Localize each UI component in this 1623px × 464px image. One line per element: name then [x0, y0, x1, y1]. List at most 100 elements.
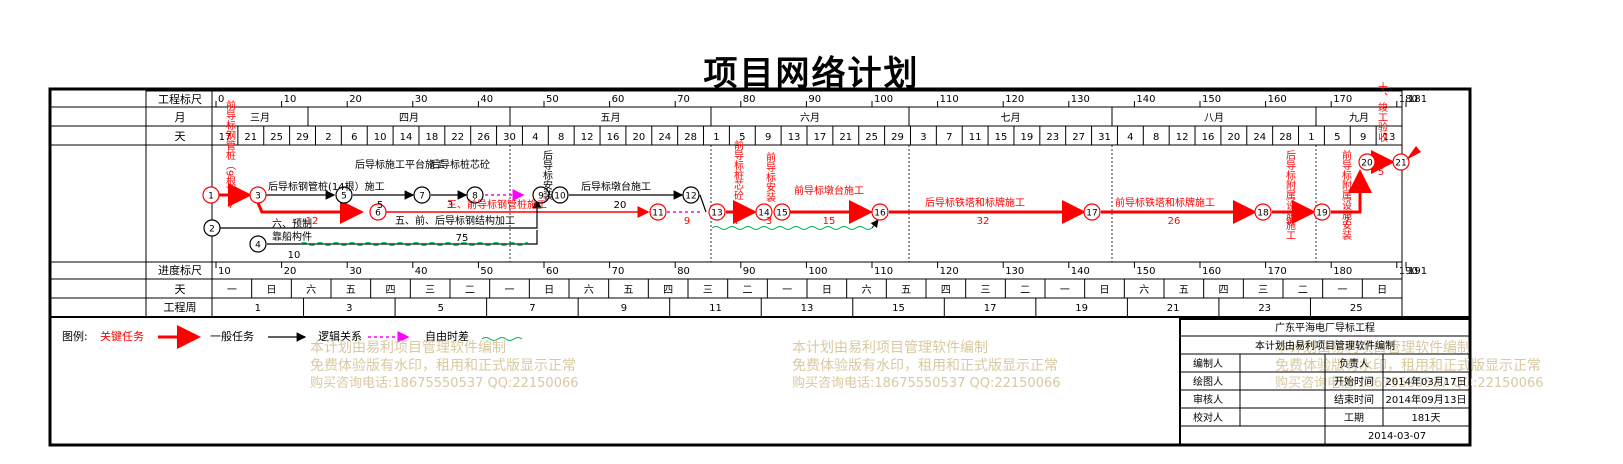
network-node: [335, 186, 353, 204]
week-cell: 13: [801, 303, 814, 314]
label-day: 天: [175, 130, 186, 143]
network-node: [202, 186, 220, 204]
finish-flag-icon: [1406, 146, 1421, 160]
info-checker-label: 校对人: [1193, 411, 1223, 424]
task-7-duration: 20: [614, 200, 627, 211]
day-cell: 9: [1360, 132, 1366, 143]
legend-critical-label: 关键任务: [100, 329, 144, 343]
day-cell: 15: [995, 132, 1008, 143]
network-node: [1313, 203, 1331, 221]
network-node-label: 9: [538, 192, 544, 202]
day-cell: 28: [1279, 132, 1292, 143]
network-node-label: 19: [1316, 209, 1328, 219]
network-node-label: 20: [1361, 159, 1373, 169]
week-cell: 7: [529, 303, 535, 314]
day-cell: 6: [351, 132, 357, 143]
network-node: [466, 186, 484, 204]
weekday-cell: 三: [981, 285, 991, 296]
top-scale-tick: 60: [612, 94, 625, 105]
day-cell: 19: [1021, 132, 1034, 143]
info-owner-label: 负责人: [1339, 357, 1369, 370]
progress-scale-tick: 140: [1071, 266, 1090, 277]
day-cell: 21: [244, 132, 257, 143]
progress-scale-tick: 190: [1399, 266, 1418, 277]
task-17-label: 前导标附属设施安装: [1340, 149, 1352, 241]
weekday-cell: 四: [1219, 285, 1229, 296]
network-node-label: 10: [554, 192, 566, 202]
week-cell: 21: [1167, 303, 1180, 314]
task-11-label: 前导标桩芯砼: [732, 139, 744, 200]
info-editor-label: 编制人: [1193, 357, 1223, 370]
weekday-cell: 二: [743, 285, 753, 296]
day-cell: 20: [1227, 132, 1240, 143]
info-duration-value: 181天: [1411, 413, 1440, 424]
task-2-duration: 12: [306, 216, 319, 227]
top-scale-tick: 100: [874, 94, 893, 105]
task-12-label: 前导标安装: [764, 151, 776, 203]
top-scale-tick: 150: [1202, 94, 1221, 105]
week-cell: 25: [1350, 303, 1363, 314]
progress-scale-tick: 191: [1408, 266, 1427, 277]
weekday-cell: 二: [1020, 285, 1030, 296]
task-15-label: 前导标铁塔和标牌施工: [1115, 196, 1215, 209]
network-node-label: 6: [375, 209, 381, 219]
task-8-label: 五、前、后导标钢结构加工: [395, 214, 515, 227]
day-cell: 7: [946, 132, 952, 143]
network-node: [1083, 203, 1101, 221]
weekday-cell: 四: [941, 285, 951, 296]
weekday-cell: 日: [544, 285, 554, 296]
network-node: [755, 203, 773, 221]
week-cell: 9: [621, 303, 627, 314]
top-scale-tick: 80: [743, 94, 756, 105]
day-cell: 21: [839, 132, 852, 143]
task-17-duration: 7: [1344, 216, 1350, 227]
network-node: [1392, 153, 1410, 171]
day-cell: 4: [532, 132, 538, 143]
weekday-cell: 日: [1100, 285, 1110, 296]
day-cell: 26: [477, 132, 490, 143]
day-cell: 8: [558, 132, 564, 143]
day-cell: 8: [1153, 132, 1159, 143]
outer-frame: [48, 87, 1472, 447]
progress-scale-tick: 120: [940, 266, 959, 277]
weekday-cell: 三: [1258, 285, 1268, 296]
network-node: [249, 235, 267, 253]
network-node: [1358, 153, 1376, 171]
critical-arrows: [219, 150, 1395, 224]
day-cell: 1: [1308, 132, 1314, 143]
watermark-1-line2: 免费体验版有水印，租用和正式版显示正常: [310, 358, 576, 374]
task-6-label: 后导标安装: [541, 150, 553, 201]
task-10-duration: 10: [288, 250, 301, 261]
weekday-cell: 一: [1338, 285, 1348, 296]
label-top-scale: 工程标尺: [158, 92, 202, 106]
network-node: [708, 203, 726, 221]
info-software: 本计划由易利项目管理软件编制: [1255, 339, 1395, 352]
day-cell: 20: [632, 132, 645, 143]
day-cell: 25: [865, 132, 878, 143]
day-cell: 17: [814, 132, 827, 143]
day-cell: 4: [1127, 132, 1133, 143]
network-node-label: 7: [419, 192, 425, 202]
legend-float-label: 自由时差: [425, 329, 469, 343]
day-cell: 27: [1072, 132, 1085, 143]
task-18-duration: 5: [1378, 167, 1384, 178]
week-cell: 1: [255, 303, 261, 314]
network-node-label: 16: [874, 209, 886, 219]
task-13-duration: 15: [823, 216, 836, 227]
progress-scale-tick: 40: [415, 266, 428, 277]
info-project: 广东平海电厂导标工程: [1275, 321, 1375, 334]
week-cell: 5: [438, 303, 444, 314]
label-weekday: 天: [175, 283, 186, 296]
watermark-2-line3: 购买咨询电话:18675550537 QQ:22150066: [792, 375, 1061, 391]
weekday-cell: 五: [901, 285, 911, 296]
week-cell: 3: [346, 303, 352, 314]
weekday-cell: 六: [1139, 284, 1149, 296]
day-cell: 5: [739, 132, 745, 143]
network-node-label: 12: [685, 192, 696, 202]
watermark-3-line1: 本计划由易利项目管理软件编制: [1275, 340, 1471, 356]
day-cell: 3: [920, 132, 926, 143]
legend-general-label: 一般任务: [210, 330, 254, 343]
top-scale-tick: 50: [546, 94, 559, 105]
